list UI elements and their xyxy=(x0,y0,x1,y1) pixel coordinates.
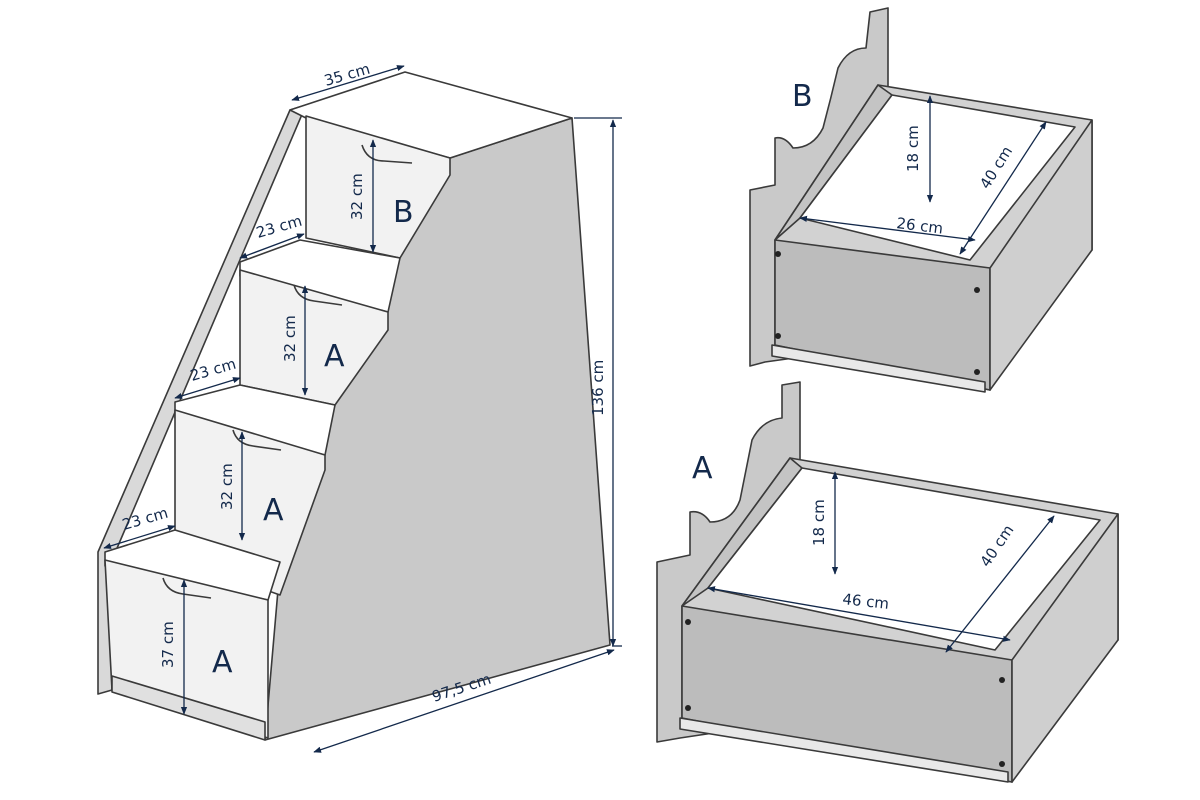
screw-icon xyxy=(775,333,781,339)
screw-icon xyxy=(999,761,1005,767)
drawer-type-label: A xyxy=(212,645,233,680)
dim-step1-line xyxy=(239,233,305,259)
screw-icon xyxy=(685,705,691,711)
dim-b-width-line xyxy=(799,215,976,243)
dim-b-width-text: 26 cm xyxy=(896,214,945,238)
dim-a-width-line xyxy=(707,586,1011,642)
staircase-unit: 35 cm 23 cm 23 cm 23 cm 32 cm 32 cm 32 c… xyxy=(97,60,622,753)
drawer-a-runner xyxy=(679,717,1009,783)
screw-icon xyxy=(685,619,691,625)
dim-drawer-b-text: 32 cm xyxy=(348,173,366,220)
dim-a-height-text: 18 cm xyxy=(810,499,828,546)
drawer-type-label: A xyxy=(263,493,284,528)
drawer-a-detail: A 18 cm 40 cm 46 cm xyxy=(656,381,1119,783)
drawer-a1-front xyxy=(239,269,389,406)
drawer-type-label: B xyxy=(393,195,414,230)
dim-drawer-a2-text: 32 cm xyxy=(218,463,236,510)
drawer-b-runner xyxy=(771,344,986,393)
drawer-b-front xyxy=(305,115,451,259)
dim-depth-line xyxy=(291,65,405,101)
dim-drawer-a3-text: 37 cm xyxy=(159,621,177,668)
screw-icon xyxy=(775,251,781,257)
dim-b-height-text: 18 cm xyxy=(904,125,922,172)
dim-step3-line xyxy=(103,525,176,549)
drawer-type-label: A xyxy=(324,339,345,374)
dim-a-width-text: 46 cm xyxy=(842,590,890,613)
screw-icon xyxy=(974,287,980,293)
dim-total-length-line xyxy=(313,649,615,753)
screw-icon xyxy=(974,369,980,375)
dim-total-height-text: 136 cm xyxy=(589,360,607,416)
staircase-plinth xyxy=(111,675,266,741)
dim-step2-line xyxy=(174,377,241,399)
drawer-a-label: A xyxy=(692,451,713,486)
drawer-a-right-rim xyxy=(1011,513,1119,783)
drawer-b-right-rim xyxy=(989,119,1093,391)
dim-drawer-a1-text: 32 cm xyxy=(281,315,299,362)
drawer-b-detail: B 18 cm 40 cm 26 cm xyxy=(749,7,1093,393)
drawer-b-label: B xyxy=(792,79,813,114)
screw-icon xyxy=(999,677,1005,683)
